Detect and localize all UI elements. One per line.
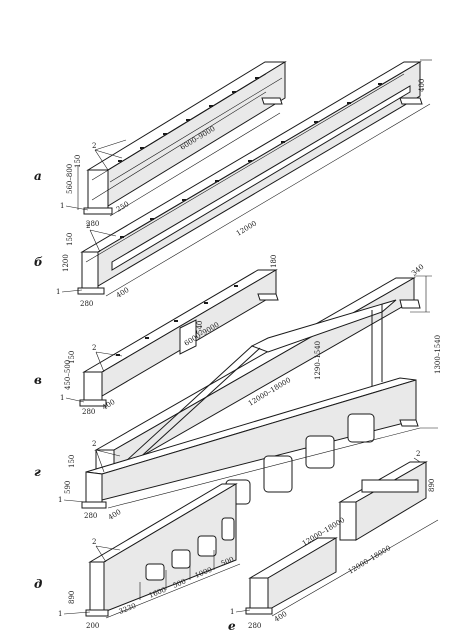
beam-d: [85, 483, 241, 619]
dim-a-top: 150: [74, 155, 82, 168]
dim-v-top: 150: [68, 351, 76, 364]
dim-v2-rise: 1290–1540: [314, 341, 322, 380]
callout-2-b: 2: [86, 222, 90, 230]
callout-1-g: 1: [58, 496, 62, 504]
beam-e: [245, 461, 439, 617]
dim-v-base: 280: [82, 408, 95, 416]
dim-e-base: 280: [248, 622, 261, 630]
dim-b-base: 280: [80, 300, 93, 308]
beam-b: [77, 59, 432, 297]
callout-2-g: 2: [92, 440, 96, 448]
dim-g-base: 280: [84, 512, 97, 520]
dim-a-web: 250: [115, 200, 131, 214]
dim-e-flange: 400: [273, 610, 289, 624]
dim-g-height: 590: [64, 481, 72, 494]
label-a: а: [34, 169, 42, 183]
dim-g-flange: 400: [107, 508, 123, 522]
callout-1-a: 1: [60, 202, 64, 210]
dim-g-top: 150: [68, 455, 76, 468]
label-g: г: [34, 465, 41, 479]
beam-g: [81, 377, 438, 509]
beam-v-long: [94, 275, 432, 473]
dim-a-base: 280: [86, 220, 99, 228]
callout-2-v: 2: [92, 344, 96, 352]
dim-a-height: 560–800: [66, 164, 74, 194]
dim-v2-top-end: 340: [410, 263, 425, 278]
dim-b-top: 150: [66, 233, 74, 246]
beam-v-short: [79, 269, 279, 407]
dim-d-base: 200: [86, 622, 99, 630]
callout-2-e: 2: [416, 450, 420, 458]
label-v: в: [34, 373, 42, 387]
label-b: б: [34, 255, 43, 269]
dim-e-length2: 12000–18000: [347, 544, 392, 576]
callout-2-a: 2: [92, 142, 96, 150]
dim-v2-total: 1300–1540: [434, 335, 442, 374]
callout-1-d: 1: [58, 610, 62, 618]
dim-d-height: 890: [68, 591, 76, 604]
label-e: е: [228, 619, 236, 633]
callout-1-b: 1: [56, 288, 60, 296]
dim-v-mid: 540: [196, 321, 204, 334]
callout-1-e: 1: [230, 608, 234, 616]
dim-e-height: 890: [428, 479, 436, 492]
callout-1-v: 1: [60, 394, 64, 402]
label-d: д: [34, 577, 42, 591]
dim-b-height: 1200: [62, 254, 70, 272]
dim-v-height: 450–500: [64, 360, 72, 390]
dim-b-length: 12000: [235, 219, 258, 237]
dim-b-flange: 400: [115, 286, 131, 300]
beam-a: [77, 61, 287, 217]
dim-b-end: 400: [418, 79, 426, 92]
dim-v-top-end: 180: [270, 255, 278, 268]
callout-2-d: 2: [92, 538, 96, 546]
